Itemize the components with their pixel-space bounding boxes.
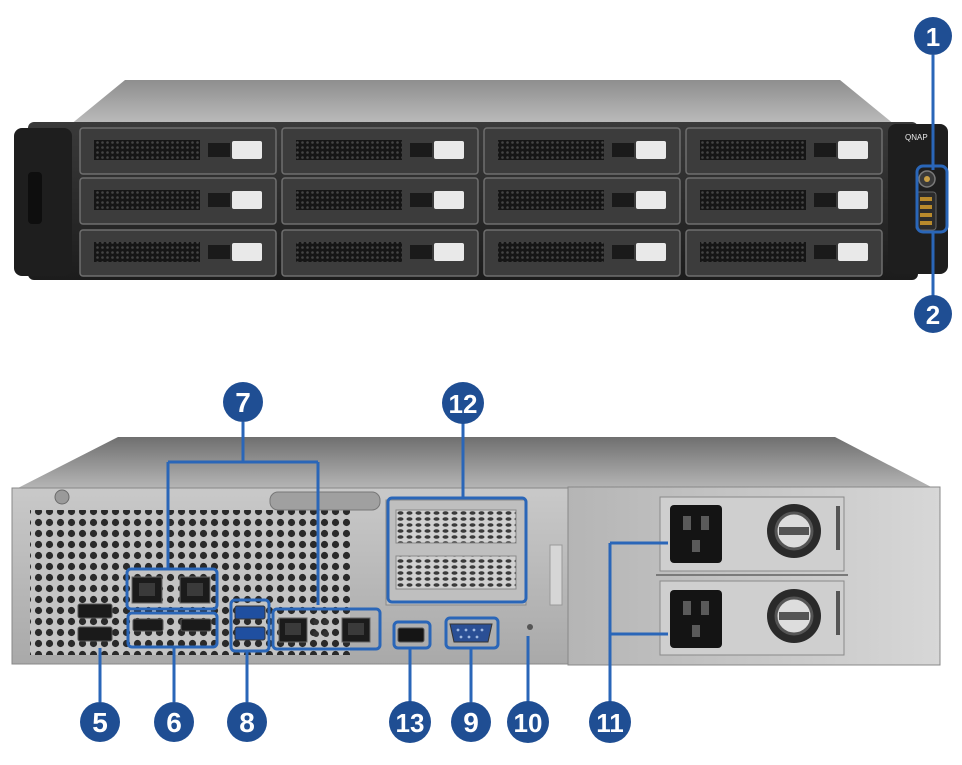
- gigabit-lan-ports: [131, 576, 211, 604]
- drive-tray-vent: [94, 190, 200, 210]
- drive-tray-latch[interactable]: [434, 191, 464, 209]
- drive-tray-latch[interactable]: [232, 141, 262, 159]
- usb3-port-group: [234, 605, 266, 641]
- drive-tray-vent: [700, 190, 806, 210]
- drive-tray-2[interactable]: [281, 127, 479, 175]
- drive-tray-latch[interactable]: [838, 191, 868, 209]
- usb3-port-top[interactable]: [234, 605, 266, 620]
- expansion-port[interactable]: [397, 627, 425, 643]
- callout-9-label: 9: [463, 707, 479, 738]
- drive-tray-vent: [296, 190, 402, 210]
- callout-12-badge: 12: [442, 382, 484, 424]
- callout-6-badge: 6: [154, 702, 194, 742]
- usb2-port-bottom[interactable]: [77, 626, 113, 642]
- thumb-screw: [54, 489, 70, 505]
- callout-2-badge: 2: [914, 295, 952, 333]
- callout-13-label: 13: [396, 708, 425, 738]
- usb-port-6a[interactable]: [132, 618, 164, 632]
- pcie-slot-lower: [395, 555, 517, 590]
- drive-tray-4[interactable]: [685, 127, 883, 175]
- callout-8-label: 8: [239, 707, 255, 738]
- rear-chassis: [11, 437, 941, 666]
- vga-port[interactable]: [449, 623, 493, 643]
- drive-tray-11[interactable]: [483, 229, 681, 277]
- callout-5-badge: 5: [80, 702, 120, 742]
- drive-tray-vent: [498, 140, 604, 160]
- drive-tray-1[interactable]: [79, 127, 277, 175]
- drive-tray-latch[interactable]: [434, 141, 464, 159]
- drive-tray-latch[interactable]: [636, 243, 666, 261]
- callout-7-label: 7: [235, 387, 251, 418]
- drive-tray-vent: [296, 242, 402, 262]
- callout-lines: [98, 55, 935, 702]
- callout-11-label: 11: [596, 708, 624, 738]
- usb3-port-bottom[interactable]: [234, 626, 266, 641]
- drive-bays: [79, 127, 883, 277]
- callout-5-label: 5: [92, 707, 108, 738]
- drive-tray-12[interactable]: [685, 229, 883, 277]
- pcie-slot-upper: [395, 509, 517, 544]
- lan-port-pair-7b: [278, 617, 371, 643]
- callout-11-badge: 11: [589, 701, 631, 743]
- callout-12-label: 12: [449, 389, 478, 419]
- callout-10-badge: 10: [507, 701, 549, 743]
- drive-tray-latch[interactable]: [838, 141, 868, 159]
- power-socket-bottom[interactable]: [670, 590, 722, 648]
- reset-button[interactable]: [527, 624, 533, 630]
- power-led: [924, 176, 930, 182]
- brand-label: QNAP: [905, 133, 928, 142]
- drive-tray-latch[interactable]: [636, 141, 666, 159]
- callout-highlight-boxes: [125, 164, 949, 653]
- drive-tray-latch[interactable]: [232, 191, 262, 209]
- usb2-port-top[interactable]: [77, 603, 113, 619]
- drive-tray-8[interactable]: [685, 177, 883, 225]
- drive-tray-vent: [498, 190, 604, 210]
- drive-tray-latch[interactable]: [636, 191, 666, 209]
- callout-7-badge: 7: [223, 382, 263, 422]
- drive-tray-latch[interactable]: [838, 243, 868, 261]
- callout-2-label: 2: [926, 300, 940, 330]
- callout-1-badge: 1: [914, 17, 952, 55]
- drive-tray-latch[interactable]: [232, 243, 262, 261]
- callout-1-label: 1: [926, 22, 940, 52]
- usb2-port-group: [77, 603, 113, 642]
- power-socket-top[interactable]: [670, 505, 722, 563]
- drive-tray-vent: [700, 140, 806, 160]
- drive-tray-latch[interactable]: [434, 243, 464, 261]
- psu-unit-top: [659, 496, 845, 572]
- drive-tray-vent: [296, 140, 402, 160]
- usb-port-group-6: [132, 618, 212, 632]
- drive-tray-vent: [94, 140, 200, 160]
- drive-tray-9[interactable]: [79, 229, 277, 277]
- drive-tray-6[interactable]: [281, 177, 479, 225]
- callout-13-badge: 13: [389, 701, 431, 743]
- drive-tray-5[interactable]: [79, 177, 277, 225]
- drive-tray-7[interactable]: [483, 177, 681, 225]
- drive-tray-3[interactable]: [483, 127, 681, 175]
- left-rack-ear: [14, 128, 72, 276]
- drive-tray-10[interactable]: [281, 229, 479, 277]
- callout-8-badge: 8: [227, 702, 267, 742]
- callout-10-label: 10: [514, 708, 543, 738]
- drive-tray-vent: [700, 242, 806, 262]
- drive-tray-vent: [94, 242, 200, 262]
- psu-unit-bottom: [659, 580, 845, 656]
- callout-6-label: 6: [166, 707, 182, 738]
- drive-tray-vent: [498, 242, 604, 262]
- callout-9-badge: 9: [451, 702, 491, 742]
- usb-port-6b[interactable]: [180, 618, 212, 632]
